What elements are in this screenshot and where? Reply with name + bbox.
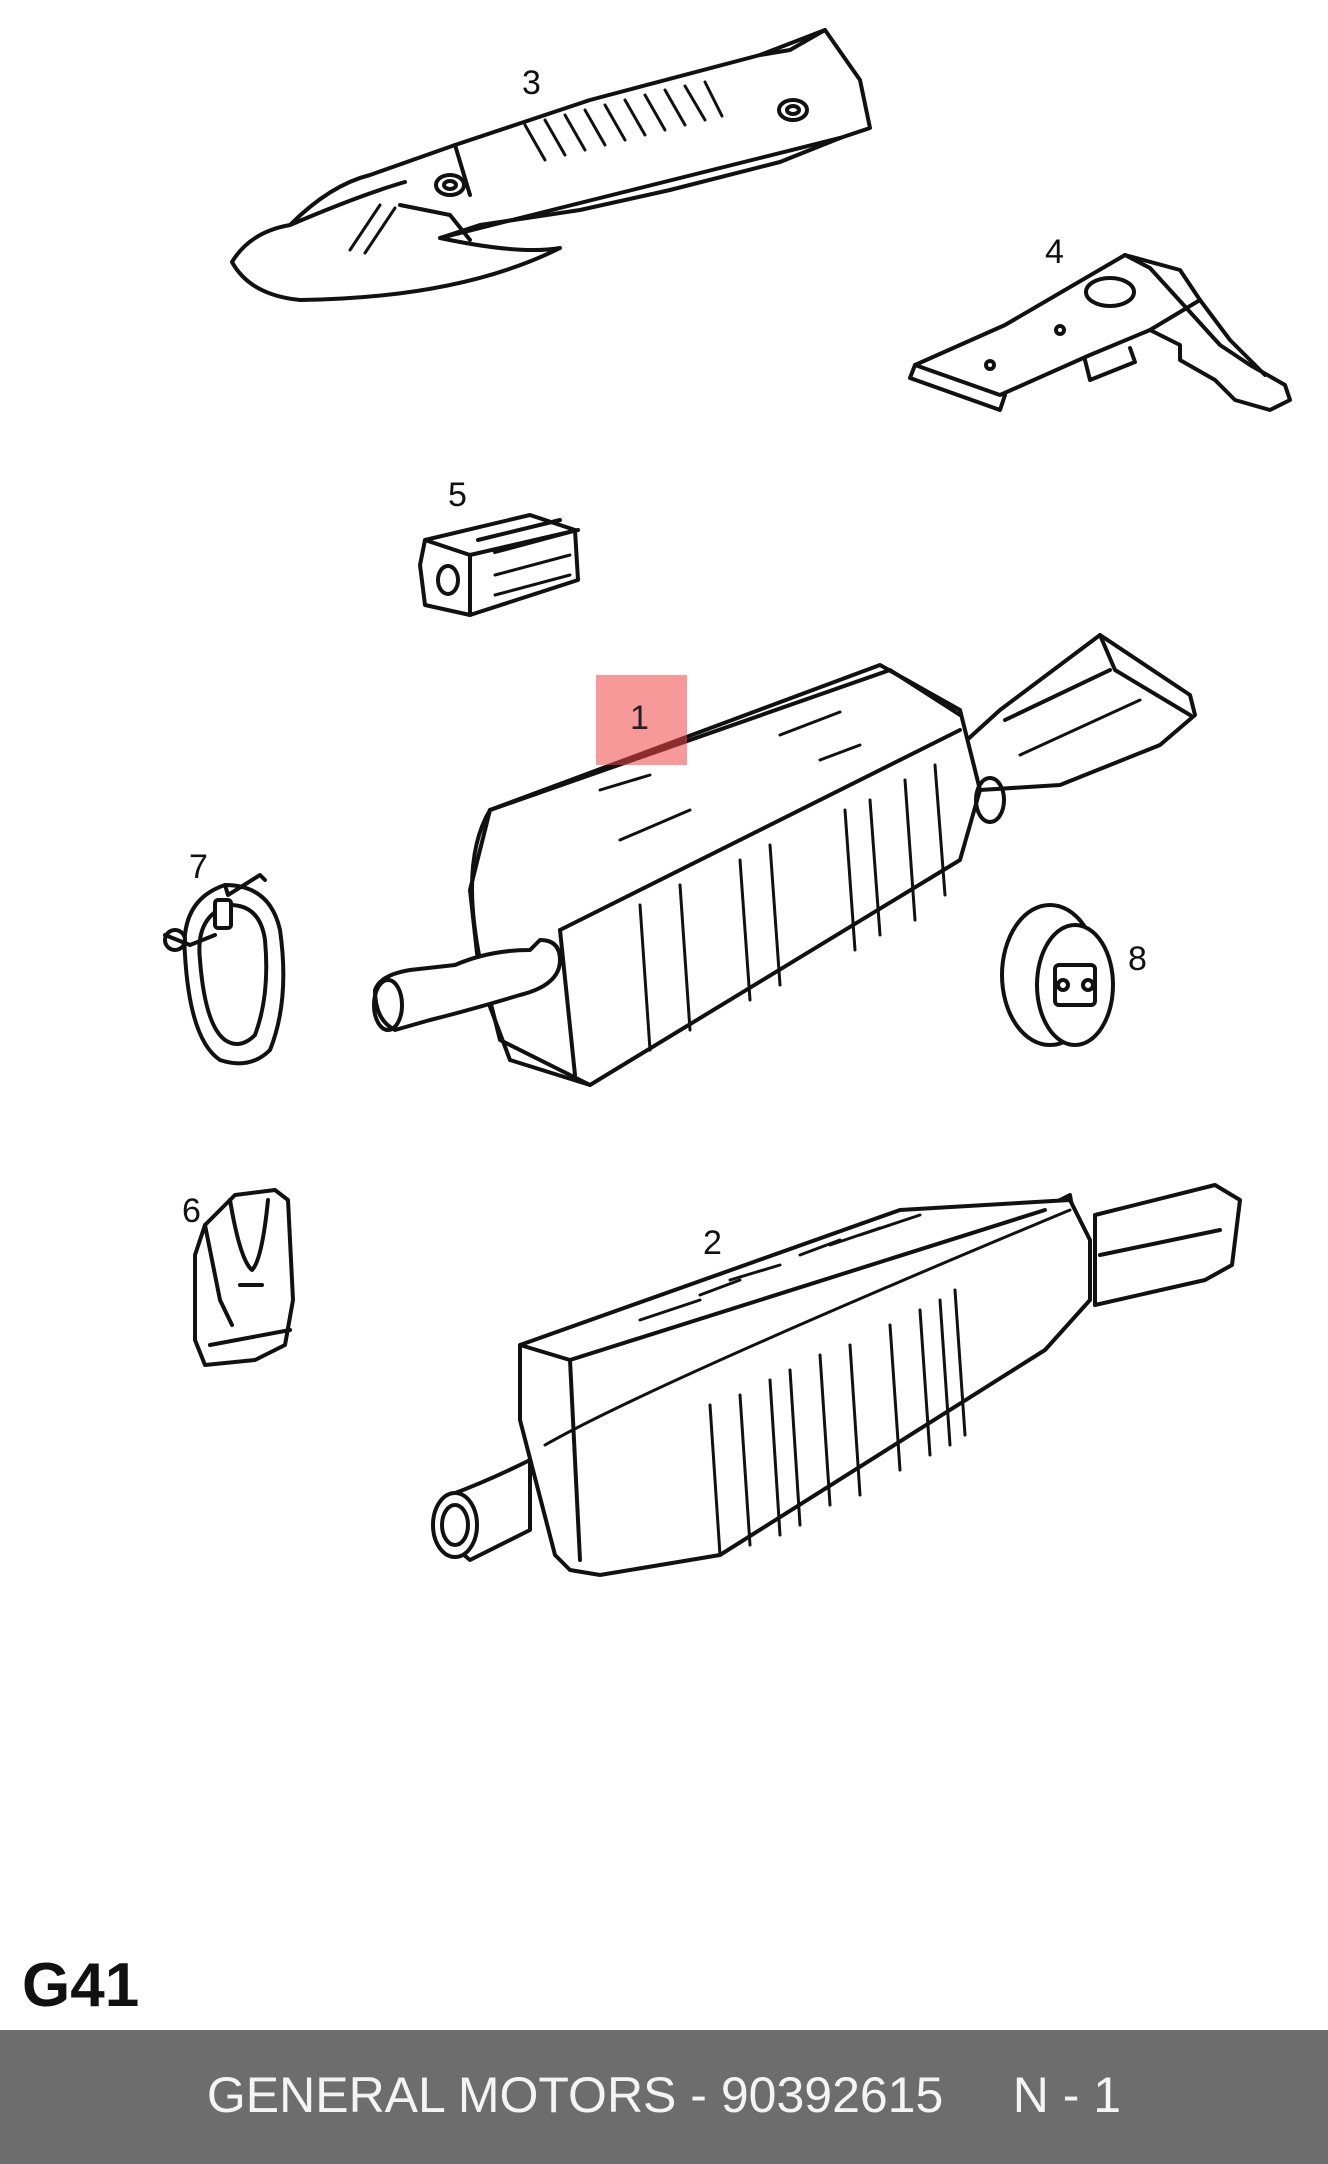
callout-6: 6 — [182, 1192, 201, 1230]
footer-bar: GENERAL MOTORS - 90392615 N - 1 — [0, 2030, 1328, 2164]
parts-diagram — [163, 28, 1292, 1577]
callout-1: 1 — [630, 699, 649, 737]
section-code: G41 — [22, 1951, 140, 2020]
clamp-part-7 — [163, 873, 286, 1066]
callout-8: 8 — [1128, 940, 1147, 978]
rubber-mount-part-8 — [1000, 903, 1115, 1047]
callout-3: 3 — [522, 64, 541, 102]
clip-part-6 — [193, 1188, 295, 1367]
rubber-block-part-5 — [418, 513, 580, 617]
footer-part-number: GENERAL MOTORS - 90392615 N - 1 — [206, 2067, 1122, 2123]
callout-2: 2 — [703, 1224, 722, 1262]
highlight-part-1: 1 — [596, 675, 687, 765]
callout-4: 4 — [1045, 233, 1064, 271]
rear-muffler-part-1 — [372, 633, 1197, 1087]
callout-7: 7 — [189, 848, 208, 886]
callout-5: 5 — [448, 476, 467, 514]
heat-shield-part-3 — [230, 28, 872, 302]
bracket-part-4 — [908, 253, 1292, 412]
muffler-part-2 — [431, 1183, 1242, 1577]
